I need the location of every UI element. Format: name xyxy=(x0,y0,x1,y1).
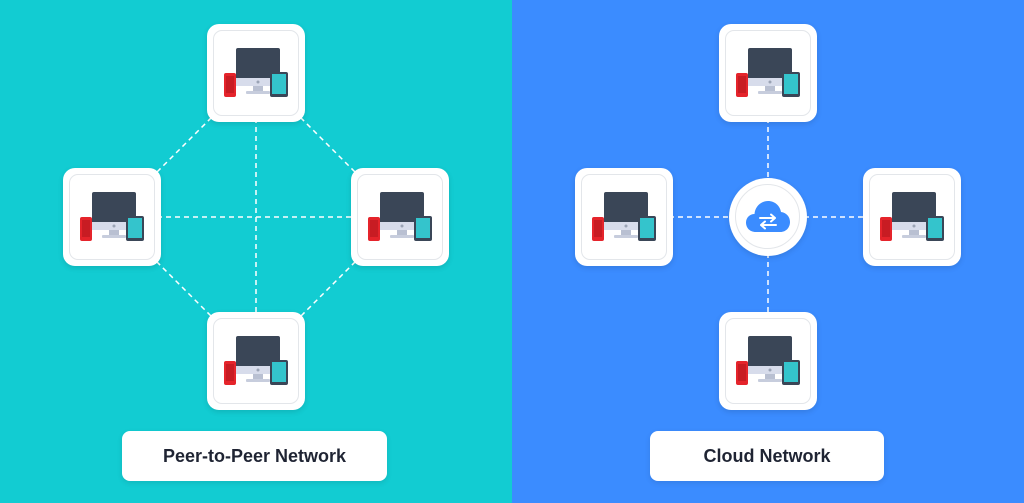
devices-icon xyxy=(592,192,656,241)
cloud-client-node-bottom xyxy=(719,312,817,410)
peer-node-bottom xyxy=(207,312,305,410)
devices-icon xyxy=(80,192,144,241)
peer-node-top xyxy=(207,24,305,122)
devices-icon xyxy=(224,336,288,385)
connection-line-bottom-right xyxy=(255,216,401,362)
cloud-client-node-left xyxy=(575,168,673,266)
cloud-client-node-top xyxy=(719,24,817,122)
peer-node-right xyxy=(351,168,449,266)
connection-line-bottom-left xyxy=(111,216,257,362)
cloud-network-panel: Cloud Network xyxy=(512,0,1024,503)
cloud-network-label: Cloud Network xyxy=(650,431,884,481)
peer-node-left xyxy=(63,168,161,266)
cloud-sync-icon xyxy=(746,201,790,232)
devices-icon xyxy=(224,48,288,97)
devices-icon xyxy=(736,336,800,385)
cloud-client-node-right xyxy=(863,168,961,266)
cloud-hub-node xyxy=(729,178,807,256)
peer-to-peer-label: Peer-to-Peer Network xyxy=(122,431,387,481)
connection-line-top-left xyxy=(111,72,257,218)
peer-to-peer-panel: Peer-to-Peer Network xyxy=(0,0,512,503)
devices-icon xyxy=(736,48,800,97)
devices-icon xyxy=(368,192,432,241)
devices-icon xyxy=(880,192,944,241)
connection-line-top-right xyxy=(255,72,401,218)
